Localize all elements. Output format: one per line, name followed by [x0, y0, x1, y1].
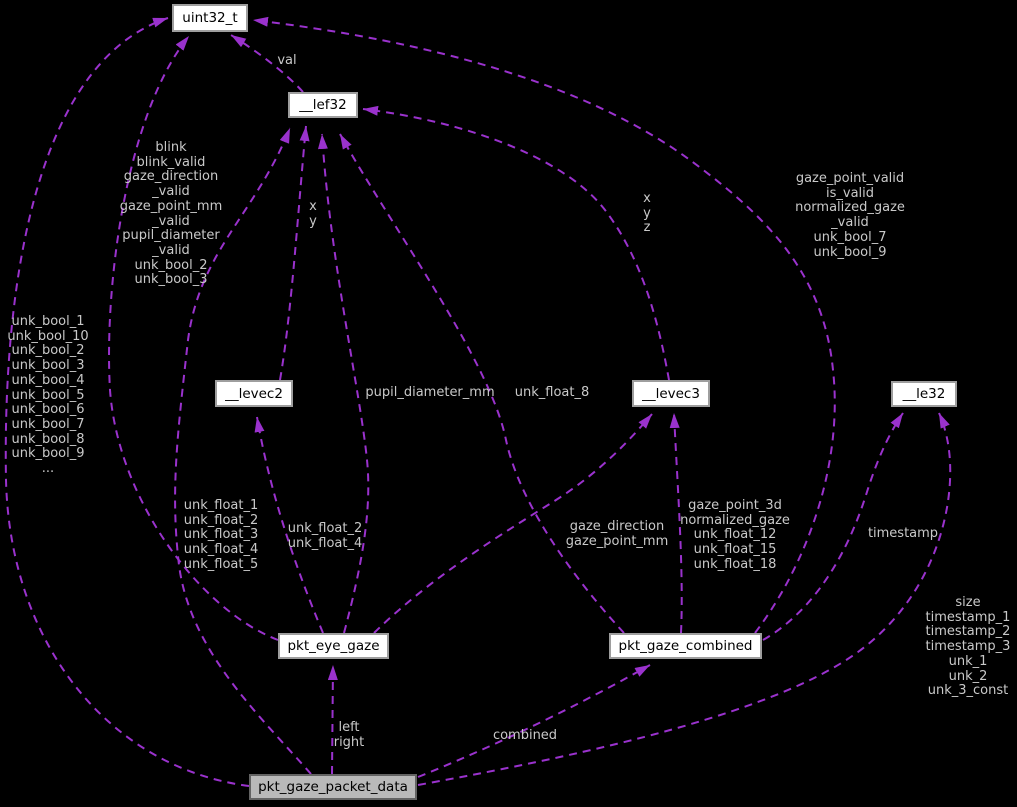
edge-pkt_eye_gaze-to-levec2: [254, 416, 324, 634]
edge-pkt_gaze_packet_data-to-uint32_t: [4, 17, 250, 787]
edge-lef32-to-uint32_t: [230, 34, 304, 93]
edge-pkt_gaze_packet_data-to-pkt_gaze_combined: [417, 664, 651, 778]
edge-levec3-to-lef32: [362, 105, 670, 381]
node-levec2[interactable]: __levec2: [215, 380, 293, 407]
edge-pkt_gaze_combined-to-lef32: [339, 133, 625, 634]
edge-pkt_gaze_combined-to-uint32_t: [252, 16, 836, 634]
node-lef32[interactable]: __lef32: [288, 92, 358, 118]
node-uint32-t[interactable]: uint32_t: [172, 4, 248, 32]
edge-pkt_eye_gaze-to-lef32: [317, 133, 370, 634]
edge-pkt_eye_gaze-to-uint32_t: [108, 35, 279, 641]
node-pkt-eye-gaze[interactable]: pkt_eye_gaze: [278, 633, 389, 659]
edge-pkt_eye_gaze-to-levec3: [373, 413, 653, 634]
edge-pkt_gaze_packet_data-to-lef32: [174, 127, 312, 775]
edge-pkt_gaze_packet_data-to-le32: [417, 412, 952, 786]
node-levec3[interactable]: __levec3: [632, 380, 710, 407]
node-pkt-gaze-combined[interactable]: pkt_gaze_combined: [609, 633, 762, 659]
edge-pkt_gaze_combined-to-le32: [762, 412, 904, 641]
node-pkt-gaze-packet-data: pkt_gaze_packet_data: [249, 774, 417, 800]
edge-pkt_gaze_packet_data-to-pkt_eye_gaze: [327, 664, 338, 775]
edge-pkt_gaze_combined-to-levec3: [669, 412, 683, 634]
edge-levec2-to-lef32: [279, 125, 310, 381]
node-le32[interactable]: __le32: [891, 381, 957, 407]
